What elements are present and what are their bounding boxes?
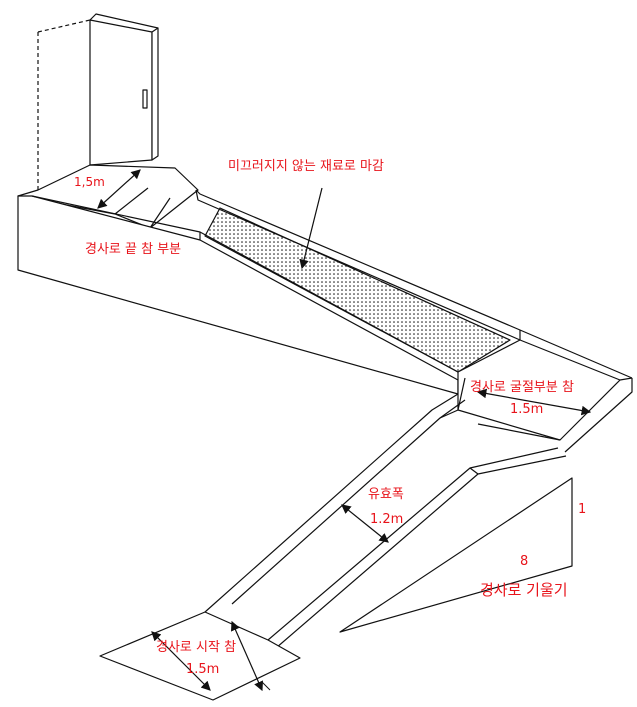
turn-landing-label: 경사로 굴절부분 참 bbox=[470, 380, 574, 395]
start-landing-width-label: 1.5m bbox=[186, 662, 220, 677]
door bbox=[37, 13, 159, 190]
turn-landing bbox=[457, 339, 633, 453]
end-landing-label: 경사로 끝 참 부분 bbox=[85, 242, 182, 257]
turn-landing-width-label: 1.5m bbox=[510, 402, 544, 417]
surface-callout-arrow bbox=[299, 187, 323, 270]
slope-triangle bbox=[339, 477, 573, 633]
start-landing-label: 경사로 시작 참 bbox=[156, 640, 237, 655]
effective-width-title: 유효폭 bbox=[368, 487, 404, 502]
turn-landing-dimension-arrow bbox=[476, 388, 592, 416]
top-landing-dimension-arrow bbox=[97, 169, 141, 209]
surface-material-label: 미끄러지지 않는 재료로 마감 bbox=[228, 159, 384, 174]
slope-rise-label: 1 bbox=[578, 502, 587, 517]
lower-ramp bbox=[204, 393, 567, 649]
effective-width-dimension-arrow bbox=[341, 504, 389, 543]
top-landing-width-label: 1,5m bbox=[74, 175, 105, 189]
slope-run-label: 8 bbox=[520, 554, 529, 569]
start-landing-dimension-arrow-a bbox=[151, 631, 211, 691]
start-landing-dimension-arrow-b bbox=[230, 620, 264, 692]
start-landing bbox=[99, 611, 301, 701]
slope-title: 경사로 기울기 bbox=[480, 581, 568, 599]
effective-width-value: 1.2m bbox=[370, 512, 404, 527]
